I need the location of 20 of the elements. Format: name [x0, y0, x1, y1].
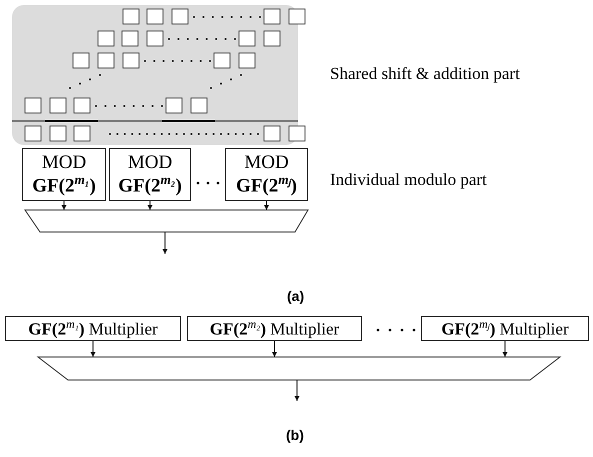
arrow: [162, 232, 168, 254]
label: Shared shift & addition part: [330, 64, 520, 84]
modulo-block: MOD GF(2$^{mⱼ}$): [225, 148, 308, 201]
panel-label: (b): [286, 427, 304, 443]
multiplier-block: GF(2$^{m₂}$) Multiplier: [187, 316, 362, 341]
arrow: [264, 200, 269, 210]
modulo-block: MOD GF(2$^{m₁}$): [22, 148, 106, 201]
multiplier-block: GF(2$^{m₁}$) Multiplier: [5, 316, 181, 341]
panel-label: (a): [287, 288, 304, 304]
arrow: [272, 340, 277, 358]
arrow: [90, 340, 96, 358]
arrow: [294, 380, 300, 402]
modulo-block: MOD GF(2$^{m₂}$): [109, 148, 191, 201]
multiplexer-trapezoid: [25, 210, 308, 232]
label: Individual modulo part: [330, 170, 487, 190]
multiplexer-trapezoid: [38, 357, 560, 380]
arrow: [62, 200, 66, 210]
arrow: [502, 340, 508, 358]
arrow: [148, 200, 152, 210]
multiplier-block: GF(2$^{mⱼ}$) Multiplier: [421, 316, 589, 341]
